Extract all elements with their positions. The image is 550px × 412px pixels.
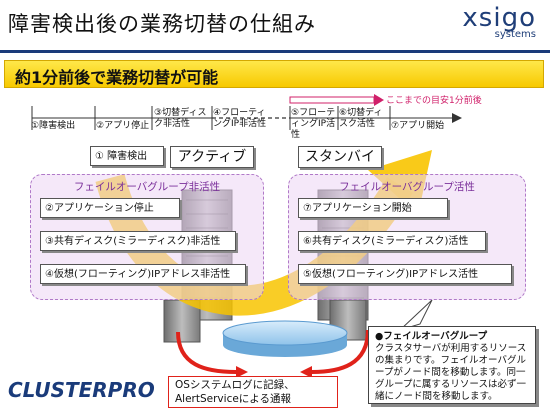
standby-step-disk-activate: ⑥共有ディスク(ミラーディスク)活性	[298, 231, 486, 251]
timeline-label-6: ⑥切替ディスク活性	[339, 108, 383, 129]
standby-step-ip-activate: ⑤仮想(フローティング)IPアドレス活性	[298, 264, 512, 284]
timeline-label-1: ①障害検出	[31, 121, 76, 131]
clusterpro-logo: CLUSTERPRO	[8, 378, 155, 402]
timeline-label-7: ⑦アプリ開始	[391, 121, 445, 131]
logo-main-text: xsigo	[462, 3, 536, 33]
timeline-label-5: ⑤フローティングIP活性	[291, 108, 336, 140]
timeline-arrowhead	[452, 113, 462, 123]
page-title: 障害検出後の業務切替の仕組み	[8, 12, 316, 36]
syslog-alert-box: OSシステムログに記録、 AlertServiceによる通報	[168, 376, 338, 408]
headline-banner: 約1分前後で業務切替が可能	[4, 60, 544, 88]
failover-group-note: ●フェイルオーバグループ クラスタサーバが利用するリソースの集まりです。フェイル…	[368, 326, 536, 404]
timeline-label-3: ③切替ディスク非活性	[154, 108, 207, 129]
active-group-title: フェイルオーバグループ非活性	[73, 181, 221, 193]
shared-disk-icon	[222, 320, 348, 346]
log-line-1: OSシステムログに記録、	[175, 379, 295, 391]
note-body: クラスタサーバが利用するリソースの集まりです。フェイルオーバグループがノード間を…	[375, 343, 527, 402]
header-divider	[0, 50, 550, 53]
active-step-app-stop: ②アプリケーション停止	[40, 198, 180, 218]
note-title: ●フェイルオーバグループ	[375, 331, 488, 342]
red-arrow-right	[311, 329, 370, 374]
xsigo-logo: xsigo systems	[462, 4, 536, 40]
banner-text: 約1分前後で業務切替が可能	[15, 68, 219, 87]
active-role-label: アクティブ	[170, 146, 254, 168]
log-line-2: AlertServiceによる通報	[175, 393, 291, 405]
logo-sub-text: systems	[494, 29, 536, 40]
red-arrow-left	[176, 331, 237, 374]
standby-group-title: フェイルオーバグループ活性	[339, 181, 475, 193]
standby-role-label: スタンバイ	[298, 146, 382, 168]
standby-step-app-start: ⑦アプリケーション開始	[298, 198, 448, 218]
timeline-label-4: ④フローティングIP非活性	[213, 108, 267, 129]
range-arrow-head	[374, 94, 384, 106]
active-step-ip-deactivate: ④仮想(フローティング)IPアドレス非活性	[40, 264, 246, 284]
range-arrow-body	[289, 96, 375, 104]
active-step-disk-deactivate: ③共有ディスク(ミラーディスク)非活性	[40, 231, 236, 251]
range-label: ここまでの目安1分前後	[386, 96, 482, 106]
detect-step: ① 障害検出	[90, 146, 164, 166]
timeline-label-2: ②アプリ停止	[96, 121, 150, 131]
timeline-ticks	[31, 106, 391, 130]
